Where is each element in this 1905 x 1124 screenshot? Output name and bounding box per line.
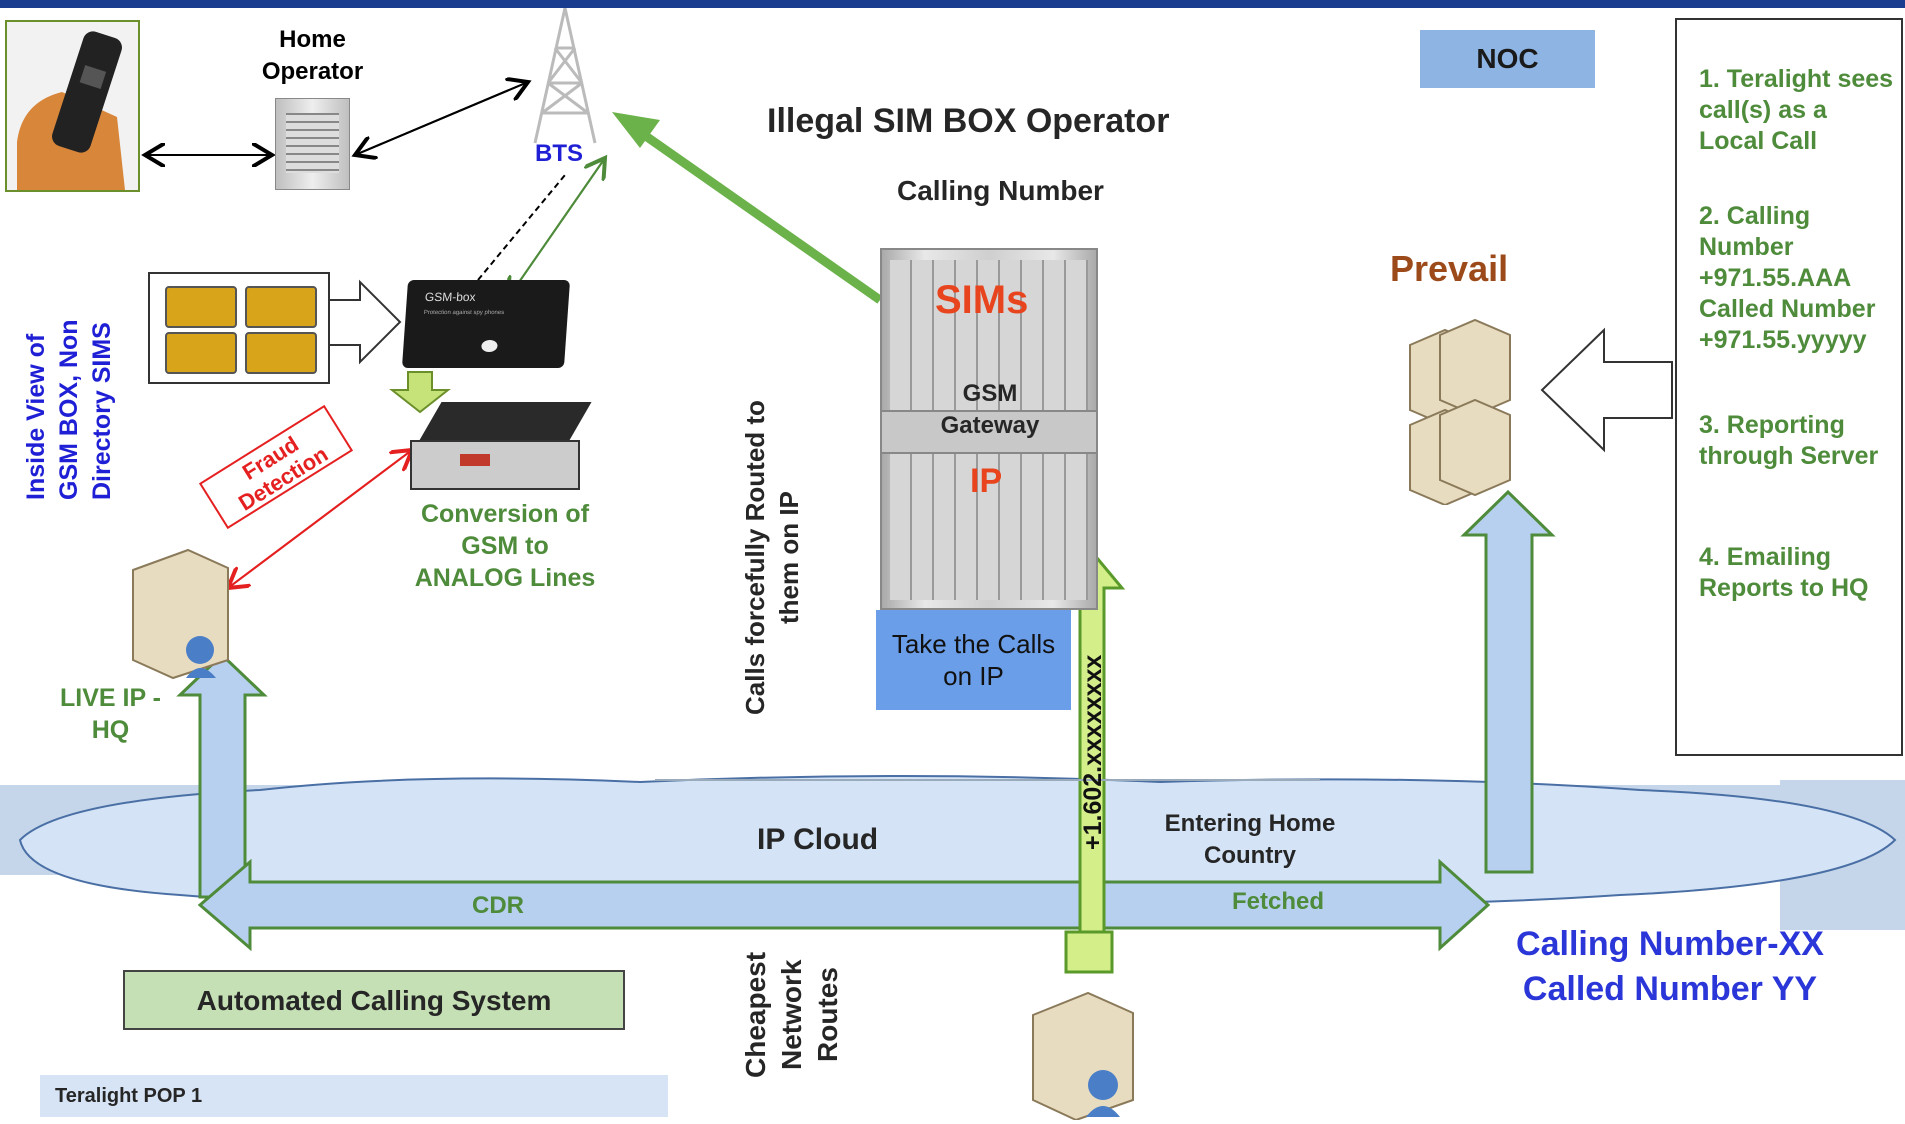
noc-box: NOC (1420, 30, 1595, 88)
number-arrow-label: +1.602.xxxxxxxx (1079, 654, 1107, 850)
mobile-phone-image (5, 20, 140, 192)
bts-label: BTS (535, 140, 583, 167)
live-ip-server-icon (132, 548, 229, 680)
sims-label: SIMs (935, 278, 1029, 322)
gsm-box-button (481, 340, 498, 352)
fetched-label: Fetched (1232, 888, 1325, 915)
step-1: 1. Teralight sees call(s) as a Local Cal… (1699, 65, 1894, 155)
gsm-box-sublabel: Protection against spy phones (423, 310, 505, 316)
steps-box: 1. Teralight sees call(s) as a Local Cal… (1675, 18, 1903, 756)
inside-view-label: Inside View of GSM BOX, Non Directory SI… (22, 319, 116, 500)
illegal-title: Illegal SIM BOX Operator (767, 102, 1170, 140)
prevail-servers-icon (1409, 318, 1511, 505)
sim-card (245, 332, 317, 374)
ip-label: IP (970, 462, 1003, 500)
cheapest-routes-label: Cheapest Network Routes (740, 951, 843, 1079)
calling-number-label: Calling Number (897, 175, 1104, 206)
gsm-gateway-label: GSM Gateway (940, 380, 1040, 439)
automated-calling-box: Automated Calling System (123, 970, 625, 1030)
calling-xx-label: Calling Number-XX (1516, 925, 1824, 963)
conversion-label: Conversion of GSM to ANALOG Lines (414, 500, 596, 592)
sim-card (165, 332, 237, 374)
prevail-label: Prevail (1390, 248, 1509, 289)
gsm-box-label: GSM-box (424, 290, 477, 304)
calls-forcefully-label: Calls forcefully Routed to them on IP (740, 400, 804, 715)
cdr-label: CDR (472, 892, 524, 919)
bts-tower-icon (533, 8, 597, 144)
called-yy-label: Called Number YY (1522, 970, 1818, 1008)
analog-converter-device (410, 402, 598, 494)
bottom-server-icon (1032, 991, 1134, 1120)
gsm-gateway-rack (880, 248, 1098, 610)
live-ip-label: LIVE IP - HQ (60, 684, 161, 744)
sim-card (245, 286, 317, 328)
step-3: 3. Reporting through Server (1699, 411, 1879, 470)
take-calls-box: Take the Calls on IP (876, 610, 1071, 710)
step-4: 4. Emailing Reports to HQ (1699, 543, 1869, 602)
sim-card (165, 286, 237, 328)
ip-cloud-label: IP Cloud (757, 823, 879, 856)
header-bar (0, 0, 1905, 8)
gsm-box-device: GSM-box Protection against spy phones (401, 280, 571, 368)
sim-cards-frame (148, 272, 330, 384)
home-operator-server-icon (275, 98, 350, 190)
entering-home-label: Entering Home Country (1164, 810, 1336, 869)
step-2: 2. Calling Number +971.55.AAA Called Num… (1699, 202, 1876, 354)
home-operator-label: Home Operator (261, 26, 364, 85)
pop-label-box: Teralight POP 1 (40, 1075, 668, 1117)
